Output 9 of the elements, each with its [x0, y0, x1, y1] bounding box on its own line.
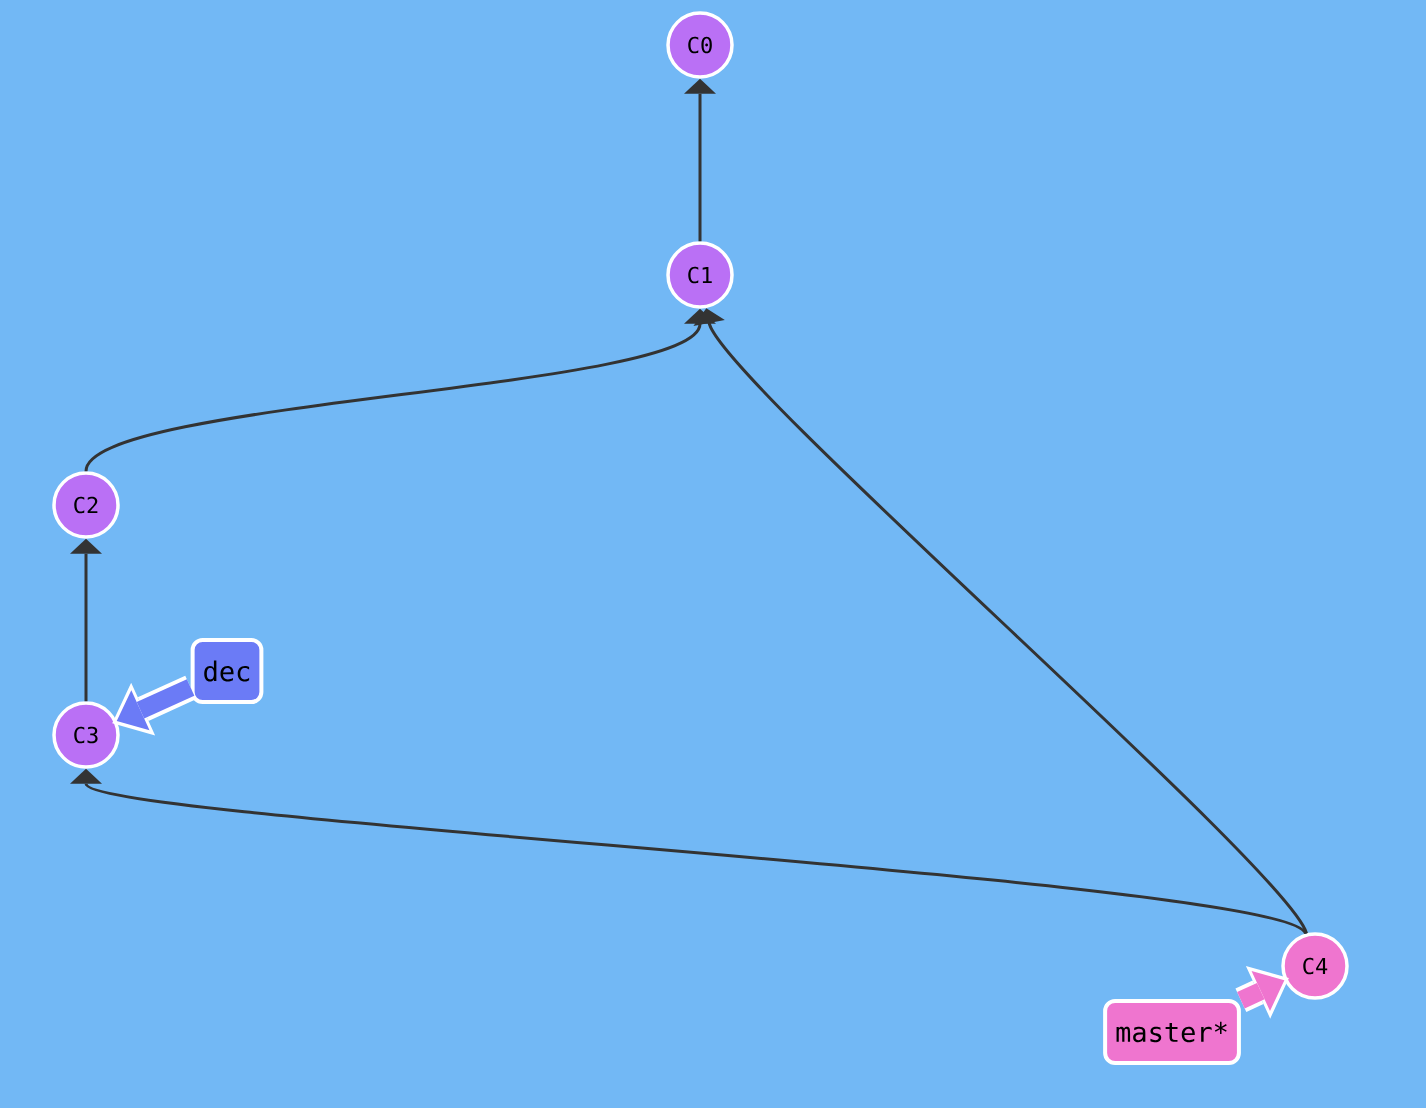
arrow	[684, 78, 716, 242]
branch-label: master*	[1103, 999, 1241, 1065]
arrow	[70, 768, 1307, 935]
pointer-arrow	[1235, 966, 1289, 1019]
arrow	[84, 308, 716, 473]
pointer-arrow	[112, 675, 196, 736]
arrow	[70, 538, 102, 702]
branch-label: dec	[190, 638, 264, 704]
arrow	[693, 308, 1308, 935]
